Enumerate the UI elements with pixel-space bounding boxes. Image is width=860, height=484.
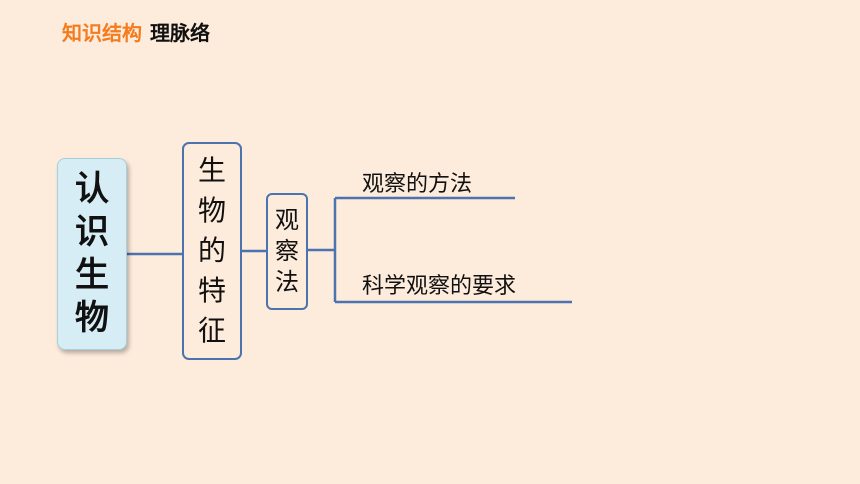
node-char: 观 — [275, 206, 299, 234]
node-char: 法 — [275, 268, 299, 296]
root-node-text: 认识生物 — [58, 159, 126, 349]
node-char: 物 — [75, 298, 109, 338]
node-char: 征 — [197, 314, 226, 347]
node-char: 物 — [197, 194, 226, 227]
node-char: 识 — [75, 212, 109, 252]
header-accent-title: 知识结构 — [62, 21, 142, 45]
node-char: 特 — [197, 274, 226, 307]
node-char: 的 — [197, 234, 226, 267]
header-title: 理脉络 — [150, 21, 210, 45]
leaf-observation-requirements: 科学观察的要求 — [362, 274, 517, 299]
level2-node: 生物的特征 — [182, 142, 242, 360]
node-char: 生 — [197, 154, 226, 187]
node-char: 察 — [275, 237, 299, 265]
level2-node-text: 生物的特征 — [184, 144, 240, 358]
node-char: 生 — [75, 255, 109, 295]
node-char: 认 — [75, 169, 109, 209]
level3-node: 观察法 — [266, 193, 308, 310]
level3-node-text: 观察法 — [268, 195, 306, 308]
leaf-observation-methods: 观察的方法 — [362, 172, 473, 197]
root-node: 认识生物 — [57, 158, 127, 350]
page-header: 知识结构理脉络 — [62, 17, 210, 46]
